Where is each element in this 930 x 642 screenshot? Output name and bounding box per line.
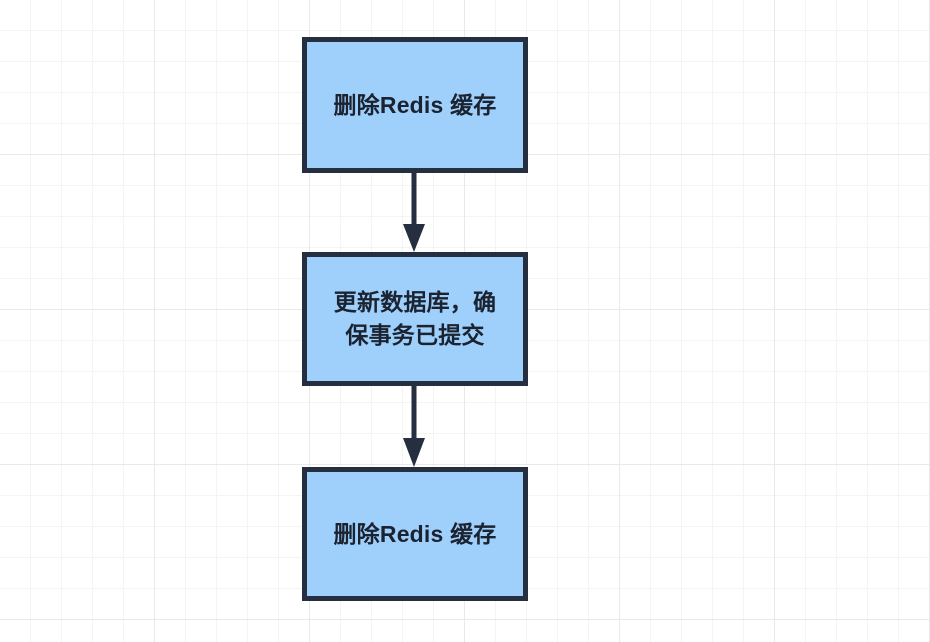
connector-node2-to-node3[interactable]: [403, 386, 425, 467]
process-node-delete-redis-cache-top[interactable]: 删除Redis 缓存: [302, 37, 528, 173]
node-label: 删除Redis 缓存: [333, 520, 497, 547]
connector-node1-to-node2[interactable]: [403, 173, 425, 252]
node-label: 删除Redis 缓存: [333, 91, 497, 118]
process-node-delete-redis-cache-bottom[interactable]: 删除Redis 缓存: [302, 467, 528, 601]
process-node-update-database[interactable]: 更新数据库，确 保事务已提交: [302, 252, 528, 386]
node-label: 更新数据库，确 保事务已提交: [333, 289, 497, 348]
